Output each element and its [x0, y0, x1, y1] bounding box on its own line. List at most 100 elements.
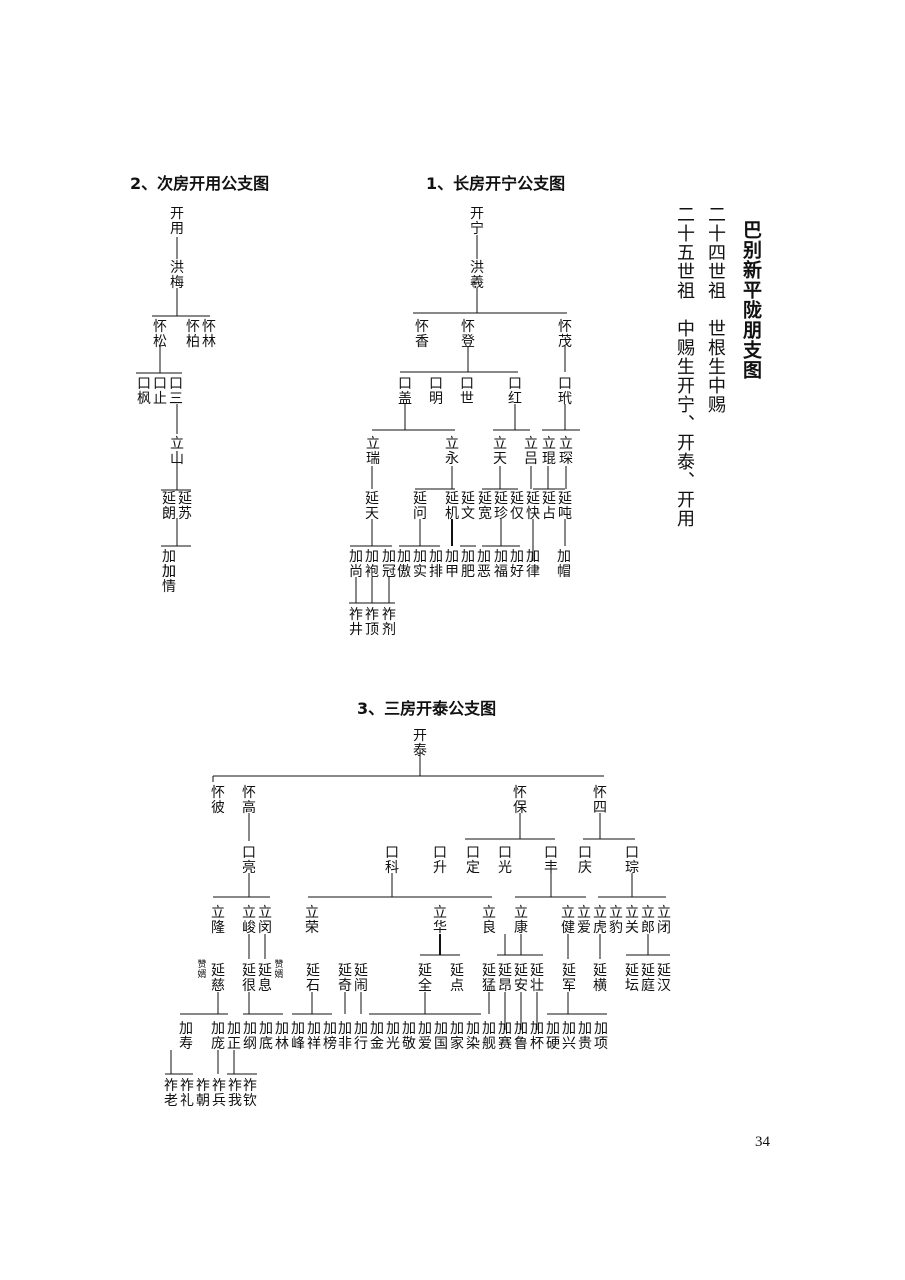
person-name: 加赛: [498, 1021, 512, 1052]
person-name: 延慈: [211, 963, 225, 994]
person-name: 加非: [338, 1021, 352, 1052]
person-name: 延庭: [641, 963, 655, 994]
person-name: 加纲: [243, 1021, 257, 1052]
person-name: 怀茂: [558, 319, 572, 350]
person-name: 加项: [594, 1021, 608, 1052]
person-name: 立康: [514, 905, 528, 936]
person-name: 加好: [510, 549, 524, 580]
person-name: 立健: [561, 905, 575, 936]
person-name: 延石: [306, 963, 320, 994]
person-name: 加硬: [546, 1021, 560, 1052]
person-name: 立隆: [211, 905, 225, 936]
person-name: 立山: [170, 436, 184, 467]
person-name: 立华: [433, 905, 447, 936]
person-name: 加尚: [349, 549, 363, 580]
person-name: 赞婿: [197, 958, 206, 980]
person-name: 立天: [493, 436, 507, 467]
person-name: 延占: [542, 491, 556, 522]
person-name: 加恶: [477, 549, 491, 580]
person-name: 加寿: [179, 1021, 193, 1052]
person-name: 加林: [275, 1021, 289, 1052]
person-name: 怀香: [415, 319, 429, 350]
person-name: 加金: [370, 1021, 384, 1052]
person-name: 加祥: [307, 1021, 321, 1052]
person-name: 口枫: [137, 376, 151, 407]
person-name: 延朗: [162, 491, 176, 522]
person-name: 祚顶: [365, 607, 379, 638]
person-name: 立闵: [258, 905, 272, 936]
person-name: 加舰: [482, 1021, 496, 1052]
person-name: 立良: [482, 905, 496, 936]
person-name: 祚礼: [180, 1078, 194, 1109]
person-name: 祚兵: [212, 1078, 226, 1109]
person-name: 延宽: [478, 491, 492, 522]
person-name: 加福: [494, 549, 508, 580]
person-name: 口盖: [398, 376, 412, 407]
person-name: 延安: [514, 963, 528, 994]
person-name: 延息: [258, 963, 272, 994]
person-name: 加敬: [402, 1021, 416, 1052]
person-name: 祚剂: [382, 607, 396, 638]
person-name: 祚我: [228, 1078, 242, 1109]
person-name: 加甲: [445, 549, 459, 580]
person-name: 洪羲: [470, 260, 484, 291]
person-name: 延军: [562, 963, 576, 994]
person-name: 口庆: [578, 845, 592, 876]
person-name: 延仅: [510, 491, 524, 522]
person-name: 怀彼: [211, 785, 225, 816]
person-name: 加鲁: [514, 1021, 528, 1052]
person-name: 加国: [434, 1021, 448, 1052]
person-name: 祚朝: [196, 1078, 210, 1109]
person-name: 加傲: [397, 549, 411, 580]
person-name: 怀保: [513, 785, 527, 816]
person-name: 口升: [433, 845, 447, 876]
person-name: 开宁: [470, 206, 484, 237]
person-name: 怀四: [593, 785, 607, 816]
person-name: 洪梅: [170, 260, 184, 291]
person-name: 加袍: [365, 549, 379, 580]
person-name: 怀柏: [186, 319, 200, 350]
side-line-1: 二十四世祖 世根生中赐: [705, 205, 726, 414]
person-name: 加正: [227, 1021, 241, 1052]
person-name: 加峰: [291, 1021, 305, 1052]
section-title-kaitai: 3、三房开泰公支图: [357, 699, 497, 718]
person-name: 立吕: [524, 436, 538, 467]
person-name: 加爱: [418, 1021, 432, 1052]
person-name: 怀松: [153, 319, 167, 350]
person-name: 加情: [162, 564, 176, 595]
person-name: 立豹: [609, 905, 623, 936]
person-name: 赞婿: [274, 958, 283, 980]
person-name: 立郎: [641, 905, 655, 936]
person-name: 立关: [625, 905, 639, 936]
person-name: 加底: [259, 1021, 273, 1052]
person-name: 延点: [450, 963, 464, 994]
person-name: 加帽: [557, 549, 571, 580]
person-name: 延猛: [482, 963, 496, 994]
person-name: 开用: [170, 206, 184, 237]
person-name: 口红: [508, 376, 522, 407]
person-name: 加庞: [211, 1021, 225, 1052]
person-name: 立爱: [577, 905, 591, 936]
person-name: 延天: [365, 491, 379, 522]
person-name: 怀登: [461, 319, 475, 350]
person-name: 延文: [461, 491, 475, 522]
page-number: 34: [755, 1134, 770, 1150]
person-name: 祚钦: [243, 1078, 257, 1109]
person-name: 加实: [413, 549, 427, 580]
side-title: 巴别新平陇朋支图: [740, 220, 762, 380]
person-name: 口丰: [544, 845, 558, 876]
person-name: 延很: [242, 963, 256, 994]
person-name: 开泰: [413, 728, 427, 759]
person-name: 加染: [466, 1021, 480, 1052]
person-name: 延吨: [558, 491, 572, 522]
person-name: 立永: [445, 436, 459, 467]
person-name: 立琨: [542, 436, 556, 467]
section-title-kaiyong: 2、次房开用公支图: [130, 174, 270, 193]
person-name: 加律: [526, 549, 540, 580]
person-name: 立峻: [242, 905, 256, 936]
person-name: 延苏: [178, 491, 192, 522]
person-name: 口光: [498, 845, 512, 876]
